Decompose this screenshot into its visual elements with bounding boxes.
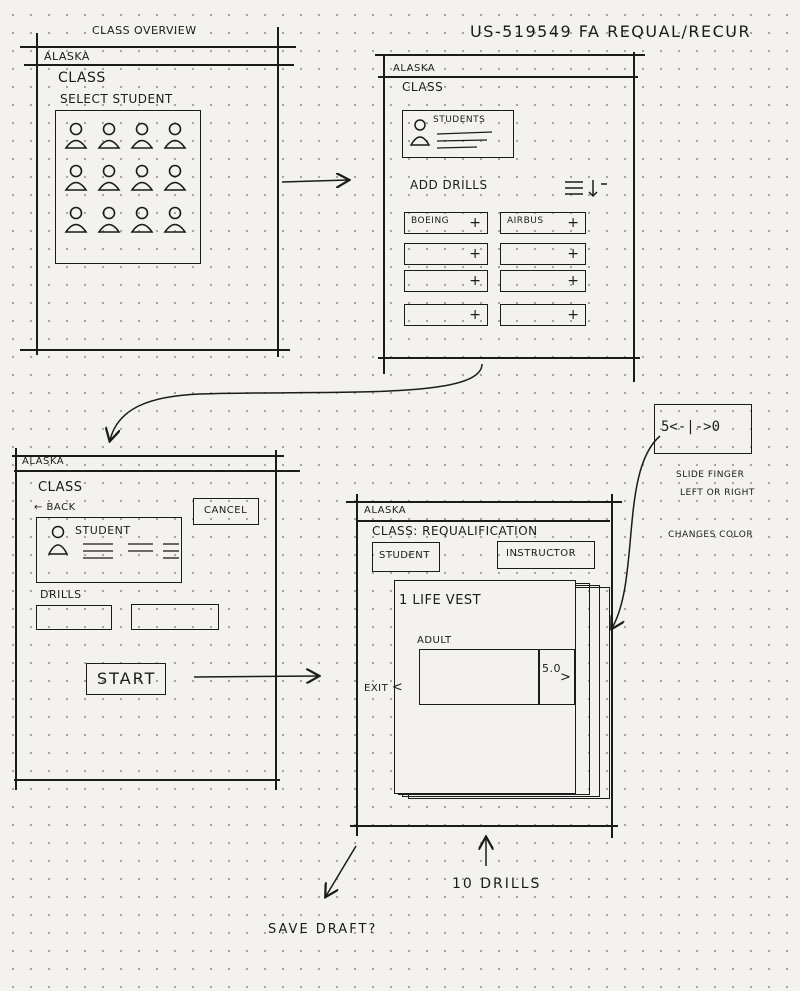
score-value: 5.0 (542, 662, 561, 675)
drill-tile[interactable]: + (500, 243, 586, 265)
add-plus-icon[interactable]: + (469, 246, 481, 262)
drill-tile[interactable]: + (404, 270, 488, 292)
student-tab-label: STUDENT (379, 550, 430, 561)
drill-tile-label: BOEING (411, 216, 450, 226)
add-plus-icon[interactable]: + (567, 273, 579, 289)
screen2-title: CLASS (402, 80, 444, 94)
start-button-label: START (97, 669, 157, 688)
add-plus-icon[interactable]: + (469, 307, 481, 323)
drill-card-title: 1 LIFE VEST (399, 593, 482, 608)
drill-tile[interactable]: AIRBUS + (500, 212, 586, 234)
student-avatar-icon[interactable] (163, 163, 187, 193)
drill-tile-label: AIRBUS (507, 216, 544, 226)
drill-tile[interactable]: + (500, 270, 586, 292)
exit-button[interactable]: EXIT < (364, 680, 403, 695)
adult-label: ADULT (417, 635, 452, 646)
person-icon (47, 525, 69, 555)
student-avatar-icon[interactable] (64, 205, 88, 235)
page-heading-right: US-519549 FA REQUAL/RECUR (470, 22, 752, 41)
student-avatar-icon[interactable] (64, 163, 88, 193)
chevron-left-icon: < (391, 680, 404, 695)
arrow-gesture-to-card (612, 435, 661, 628)
person-icon (409, 119, 431, 146)
arrow-save-draft (326, 845, 357, 896)
add-drills-label: ADD DRILLS (410, 178, 488, 192)
add-plus-icon[interactable]: + (567, 215, 579, 231)
gesture-widget: 5<-|->0 (654, 404, 752, 454)
screen1-title: CLASS (58, 70, 106, 86)
student-avatar-icon[interactable] (97, 205, 121, 235)
screen4-title: CLASS: REQUALIFICATION (372, 524, 538, 538)
gesture-glyph: 5<-|->0 (661, 419, 721, 435)
student-detail-lines (83, 543, 179, 559)
instructor-tab[interactable]: INSTRUCTOR (497, 541, 595, 569)
instructor-tab-label: INSTRUCTOR (506, 548, 577, 559)
gesture-note-2: LEFT OR RIGHT (680, 488, 755, 498)
drill-slot-1[interactable] (36, 605, 112, 630)
save-draft-note: SAVE DRAFT? (268, 922, 378, 937)
drill-tile[interactable]: BOEING + (404, 212, 488, 234)
student-avatar-icon[interactable] (64, 121, 88, 151)
student-avatar-icon[interactable] (130, 121, 154, 151)
add-plus-icon[interactable]: + (567, 246, 579, 262)
screen1-subtitle: SELECT STUDENT (60, 92, 173, 106)
screen3-brand: ALASKA (22, 456, 65, 467)
student-card-detail[interactable]: STUDENT (36, 517, 182, 583)
page-heading-left: CLASS OVERVIEW (92, 24, 197, 37)
drill-tile[interactable]: + (404, 304, 488, 326)
sort-filter-icon[interactable] (565, 178, 609, 198)
student-card-detail-label: STUDENT (75, 524, 131, 537)
student-avatar-icon[interactable] (163, 121, 187, 151)
student-avatar-icon[interactable] (163, 205, 187, 235)
cancel-button-label: CANCEL (204, 505, 248, 516)
start-button[interactable]: START (86, 663, 166, 695)
ten-drills-note: 10 DRILLS (452, 876, 542, 892)
student-avatar-icon[interactable] (130, 205, 154, 235)
exit-label: EXIT (364, 683, 389, 694)
drill-tile[interactable]: + (500, 304, 586, 326)
student-avatar-icon[interactable] (97, 121, 121, 151)
arrow-screen2-to-screen3 (110, 363, 483, 440)
add-plus-icon[interactable]: + (469, 215, 481, 231)
back-link[interactable]: ← BACK (34, 502, 76, 513)
student-card[interactable]: STUDENTS (402, 110, 514, 158)
student-card-lines (437, 131, 493, 149)
score-slider[interactable]: 5.0 > (419, 649, 575, 705)
drills-section-label: DRILLS (40, 588, 82, 601)
screen4-brand: ALASKA (364, 505, 407, 516)
student-avatar-icon[interactable] (130, 163, 154, 193)
add-plus-icon[interactable]: + (469, 273, 481, 289)
gesture-note-3: CHANGES COLOR (668, 530, 754, 540)
student-grid (55, 110, 201, 264)
arrow-screen1-to-screen2 (281, 180, 348, 182)
cancel-button[interactable]: CANCEL (193, 498, 259, 525)
drill-tile[interactable]: + (404, 243, 488, 265)
student-tab[interactable]: STUDENT (372, 542, 440, 572)
drill-card[interactable]: 1 LIFE VEST ADULT 5.0 > (394, 580, 576, 794)
add-plus-icon[interactable]: + (567, 307, 579, 323)
chevron-right-icon[interactable]: > (560, 670, 572, 685)
gesture-note-1: SLIDE FINGER (676, 470, 745, 480)
student-card-label: STUDENTS (433, 115, 486, 125)
drill-slot-2[interactable] (131, 604, 219, 630)
arrow-start-to-screen4 (193, 676, 318, 677)
screen2-brand: ALASKA (393, 63, 436, 74)
screen1-brand: ALASKA (44, 50, 90, 63)
screen3-title: CLASS (38, 480, 83, 495)
student-avatar-icon[interactable] (97, 163, 121, 193)
